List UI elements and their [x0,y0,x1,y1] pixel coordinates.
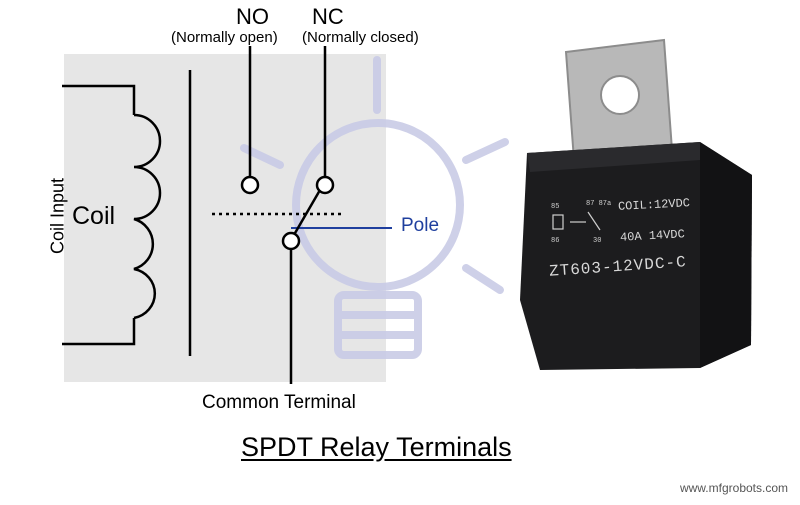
schematic-panel [64,54,386,382]
svg-text:30: 30 [593,237,601,245]
pole-switch-arm [289,189,322,241]
coil-input-leads [62,84,136,346]
nc-terminal-label: NC [312,4,344,29]
no-contact [240,175,260,195]
common-contact [281,231,301,251]
coil-winding [133,113,162,320]
nc-contact [315,175,335,195]
coil-label: Coil [72,202,116,230]
svg-text:87 87a: 87 87a [586,200,611,208]
no-terminal-label: NO [236,4,269,29]
common-terminal-label: Common Terminal [202,392,356,413]
coil-input-label: Coil Input [47,177,68,255]
svg-text:85: 85 [551,203,559,211]
relay-photo: 85 87 87a 86 30 [520,38,752,370]
diagram-title: SPDT Relay Terminals [241,432,512,462]
nc-terminal-sublabel: (Normally closed) [302,29,419,46]
watermark-text: www.mfgrobots.com [679,481,788,495]
svg-text:86: 86 [551,237,559,245]
no-terminal-sublabel: (Normally open) [171,29,278,46]
bulb-watermark-icon [240,56,509,359]
pole-label: Pole [401,215,440,236]
